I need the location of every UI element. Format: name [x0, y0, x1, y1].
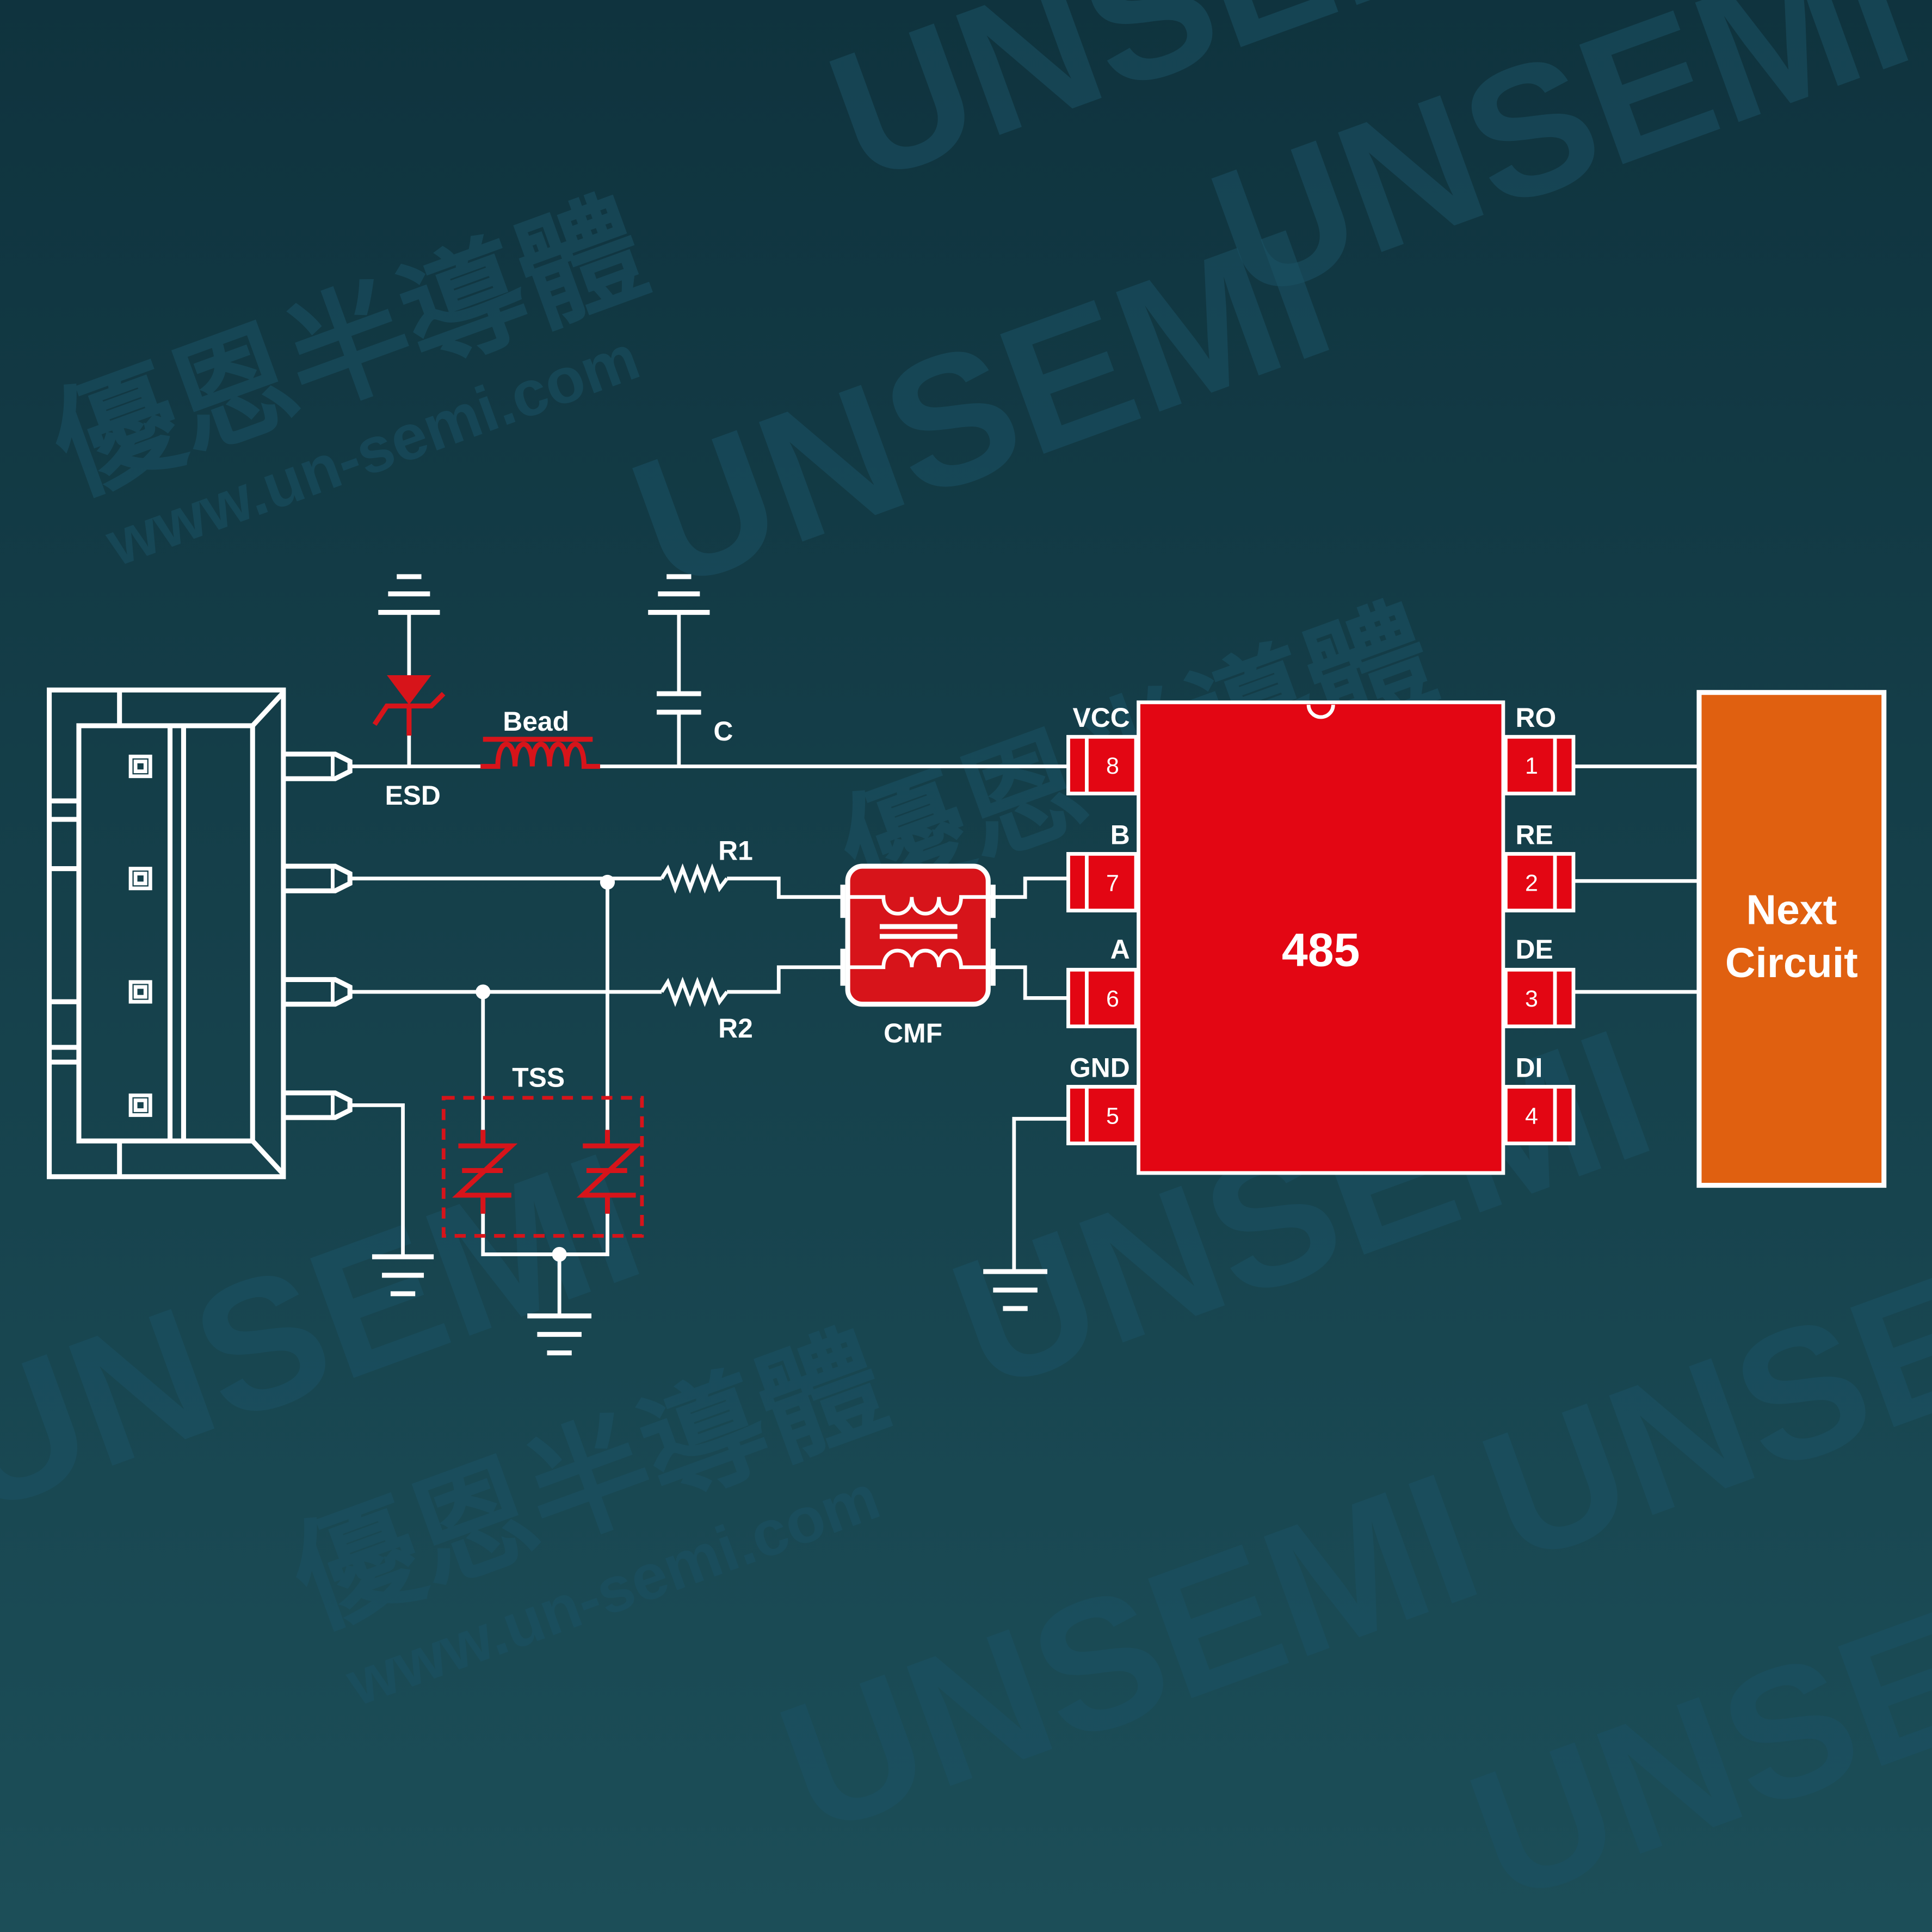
r2-label: R2 — [718, 1013, 753, 1044]
common-mode-filter: CMF — [840, 863, 996, 1048]
next-circuit-block: Next Circuit — [1696, 690, 1887, 1188]
ic-right-pins: 1 2 3 4 RO RE DE DI — [1504, 702, 1576, 1146]
esd-label: ESD — [385, 780, 440, 811]
ferrite-bead: Bead — [480, 706, 600, 769]
capacitor-label: C — [713, 716, 733, 746]
capacitor: C — [657, 691, 733, 746]
wires — [351, 612, 1698, 1316]
pin-2-number: 2 — [1525, 870, 1538, 896]
pin-6-number: 6 — [1106, 986, 1119, 1012]
ic-left-pins: 8 7 6 5 VCC B A GND — [1066, 702, 1138, 1146]
pin-di-label: DI — [1516, 1052, 1543, 1083]
connector-pins — [285, 751, 353, 1120]
esd-diode: ESD — [372, 675, 446, 811]
bead-label: Bead — [503, 706, 569, 737]
pin-re-label: RE — [1516, 819, 1553, 850]
pin-7-number: 7 — [1106, 870, 1119, 896]
cmf-label: CMF — [884, 1018, 942, 1048]
pin-4-number: 4 — [1525, 1103, 1538, 1129]
pin-b-label: B — [1110, 819, 1130, 850]
pin-1-number: 1 — [1525, 753, 1538, 779]
pin-8-number: 8 — [1106, 753, 1119, 779]
resistors — [660, 863, 729, 1007]
junction-dots — [476, 874, 615, 1262]
tss-protection: TSS — [441, 1062, 644, 1238]
tss-label: TSS — [512, 1062, 565, 1092]
pin-gnd-label: GND — [1070, 1052, 1130, 1083]
ic-notch — [1306, 705, 1335, 719]
pin-5-number: 5 — [1106, 1103, 1119, 1129]
rs485-ic: 485 8 7 6 5 VCC B A GND 1 2 3 4 RO RE — [1066, 700, 1576, 1175]
pin-3-number: 3 — [1525, 986, 1538, 1012]
next-circuit-line1: Next — [1746, 887, 1837, 934]
pin-ro-label: RO — [1516, 702, 1557, 733]
ic-name: 485 — [1282, 924, 1360, 977]
pin-a-label: A — [1110, 934, 1130, 965]
ground-symbols — [372, 574, 1047, 1356]
pin-vcc-label: VCC — [1073, 702, 1130, 733]
pin-de-label: DE — [1516, 934, 1553, 965]
connector-contacts — [128, 755, 152, 1117]
next-circuit-line2: Circuit — [1725, 940, 1858, 986]
connector — [47, 687, 353, 1180]
r1-label: R1 — [718, 836, 753, 866]
